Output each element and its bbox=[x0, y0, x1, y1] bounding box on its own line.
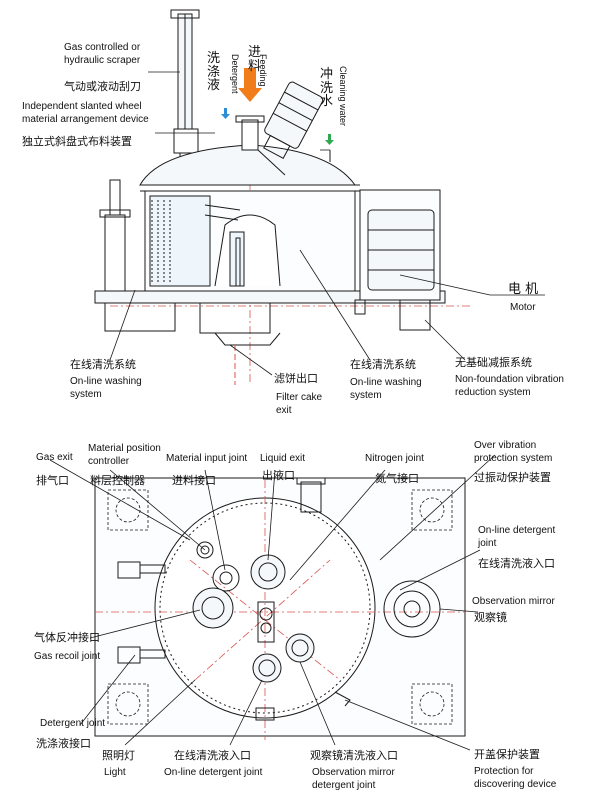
lid-motor bbox=[263, 81, 324, 159]
liquid-exit-pipe bbox=[300, 481, 322, 513]
observation-detergent-en: Observation mirror detergent joint bbox=[312, 767, 395, 791]
filter-cake-zh: 滤饼出口 bbox=[274, 372, 318, 385]
protection-en: Protection for discovering device bbox=[474, 766, 557, 790]
material-position-en: Material position controller bbox=[88, 443, 161, 467]
liquid-exit-zh: 出液口 bbox=[262, 469, 295, 482]
housing-lid bbox=[139, 144, 356, 186]
protection-zh: 开盖保护装置 bbox=[474, 748, 540, 761]
online-detergent-en: On-line detergent joint bbox=[478, 525, 556, 549]
detergent-joint-zh: 洗涤液接口 bbox=[36, 737, 91, 750]
over-vibration-en: Over vibration protection system bbox=[474, 440, 553, 464]
plan-view bbox=[94, 477, 466, 740]
gas-recoil-en: Gas recoil joint bbox=[34, 651, 101, 662]
filter-cake-en: Filter cake exit bbox=[276, 392, 323, 416]
online-detergent2-zh: 在线清洗液入口 bbox=[174, 749, 251, 762]
cleaning-water-arrow bbox=[325, 134, 334, 145]
observation-mirror-en: Observation mirror bbox=[472, 596, 555, 607]
online-detergent-zh: 在线清洗液入口 bbox=[478, 557, 555, 570]
nitrogen-zh: 氮气接口 bbox=[375, 472, 419, 485]
scraper-label-zh: 气动或液动刮刀 bbox=[64, 80, 141, 93]
scraper-label-en: Gas controlled or hydraulic scraper bbox=[64, 42, 141, 66]
wheel-label-en: Independent slanted wheel material arran… bbox=[22, 101, 149, 125]
hydraulic-cylinder bbox=[104, 214, 126, 292]
feeding-zh-text: 进料 bbox=[248, 45, 262, 74]
vibration-en: Non-foundation vibration reduction syste… bbox=[455, 374, 564, 398]
motor-label-en: Motor bbox=[510, 302, 536, 313]
detergent-arrow bbox=[221, 108, 230, 119]
cleaning-water-label-zh: 冲洗水 bbox=[320, 68, 334, 109]
light-zh: 照明灯 bbox=[102, 749, 135, 762]
material-position-zh: 料层控制器 bbox=[90, 474, 145, 487]
cleaning-zh-text: 冲洗水 bbox=[320, 67, 334, 110]
nitrogen-en: Nitrogen joint bbox=[365, 453, 424, 464]
feeding-arrow bbox=[238, 68, 262, 102]
over-vibration-zh: 过振动保护装置 bbox=[474, 471, 551, 484]
material-input-zh: 进料接口 bbox=[172, 474, 216, 487]
washing-right-zh: 在线清洗系统 bbox=[350, 358, 416, 371]
online-detergent2-en: On-line detergent joint bbox=[164, 767, 263, 778]
washing-right-en: On-line washing system bbox=[350, 377, 422, 401]
detergent-joint-en: Detergent joint bbox=[40, 718, 106, 729]
feeding-label-en: Feeding bbox=[258, 54, 268, 87]
gas-exit-en: Gas exit bbox=[36, 452, 73, 463]
observation-mirror-zh: 观察镜 bbox=[474, 611, 507, 624]
detergent-label-en: Detergent bbox=[230, 54, 240, 94]
observation-detergent-zh: 观察镜清洗液入口 bbox=[310, 749, 398, 762]
side-elevation bbox=[94, 9, 470, 385]
wheel-label-zh: 独立式斜盘式布料装置 bbox=[22, 135, 132, 148]
material-input-en: Material input joint bbox=[166, 453, 248, 464]
washing-left-zh: 在线清洗系统 bbox=[70, 358, 136, 371]
vibration-zh: 无基础减振系统 bbox=[455, 356, 532, 369]
feed-nozzle bbox=[250, 554, 286, 590]
washing-left-en: On-line washing system bbox=[70, 376, 142, 400]
motor-label-zh: 电 机 bbox=[508, 282, 539, 297]
feeding-label-zh: 进料 bbox=[248, 46, 262, 73]
light-en: Light bbox=[104, 767, 126, 778]
cleaning-water-label-en: Cleaning water bbox=[338, 66, 348, 127]
liquid-exit-en: Liquid exit bbox=[260, 453, 306, 464]
detergent-label-zh: 洗涤液 bbox=[207, 52, 221, 93]
anchor-pads bbox=[107, 489, 453, 725]
gas-exit-zh: 排气口 bbox=[36, 474, 69, 487]
gas-recoil-zh: 气体反冲接口 bbox=[34, 631, 100, 644]
detergent-zh-text: 洗涤液 bbox=[207, 51, 221, 94]
